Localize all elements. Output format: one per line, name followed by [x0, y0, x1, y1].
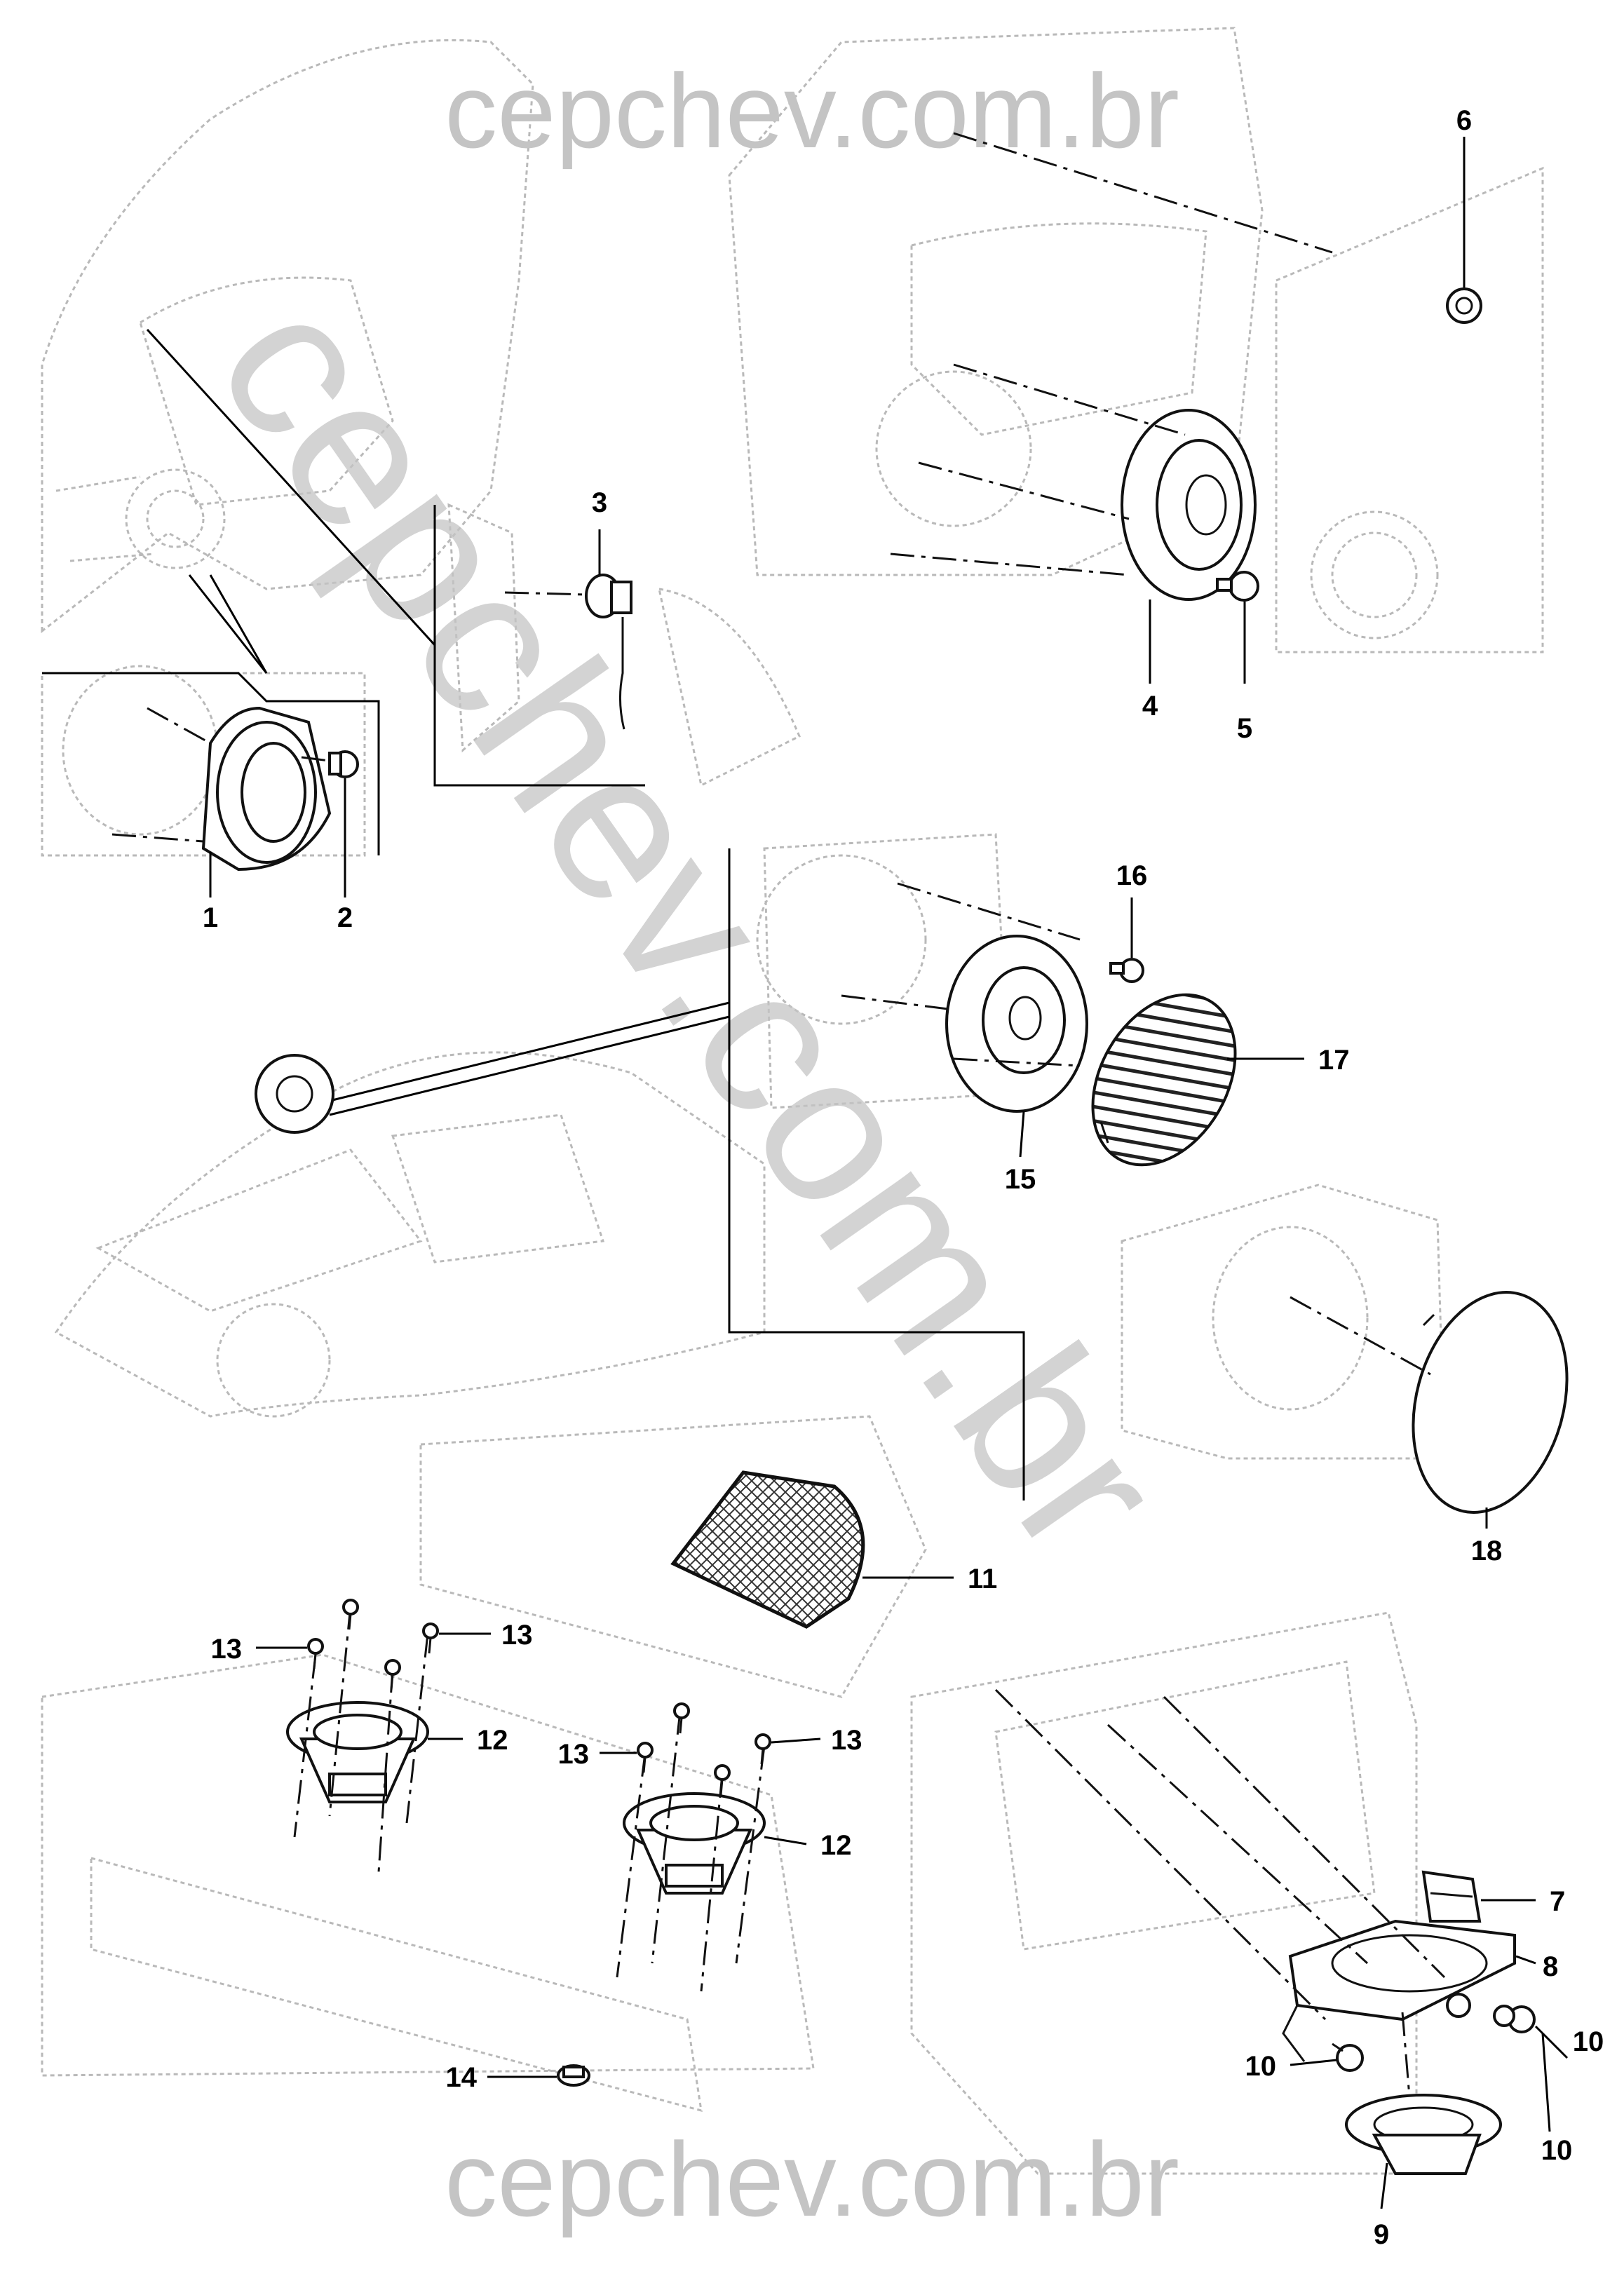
screw-13-c	[384, 1659, 401, 1691]
mirror-sketch	[447, 503, 801, 787]
callout-leaders	[209, 137, 1569, 2209]
callout-labels: 1 2 3 4 5 6 7 8 9 10 10 10 11 12 12 13 1…	[203, 105, 1604, 2250]
callout-15: 15	[1005, 1164, 1036, 1195]
rear-door-sketch	[910, 1611, 1418, 2175]
callout-13-c: 13	[558, 1739, 590, 1770]
part-9-speaker	[1345, 2012, 1502, 2175]
watermark-diagonal: cepchev.com.br	[172, 255, 1209, 1594]
rear-panel-sketch	[756, 833, 1011, 1109]
part-15-speaker	[841, 882, 1088, 1113]
callout-16: 16	[1116, 860, 1148, 891]
part-13-screws	[307, 1599, 771, 1796]
callout-13-a: 13	[211, 1634, 243, 1665]
callout-8: 8	[1543, 1951, 1558, 1982]
callout-4: 4	[1142, 691, 1158, 722]
part-5-screw	[1216, 571, 1259, 602]
callout-5: 5	[1237, 713, 1252, 744]
callout-10-c: 10	[1541, 2135, 1573, 2166]
vehicle-sketch	[54, 1051, 766, 1418]
screw-10-a	[1332, 2042, 1364, 2072]
callout-10-b: 10	[1573, 2026, 1604, 2057]
part-11-mesh-grille	[670, 1470, 865, 1629]
callout-17: 17	[1318, 1045, 1350, 1076]
screw-10-c	[1493, 2005, 1515, 2027]
screw-13-e	[637, 1742, 654, 1773]
part-14-clip	[557, 2064, 590, 2087]
screw-13-d	[422, 1623, 439, 1654]
watermark-bottom: cepchev.com.br	[445, 2120, 1179, 2238]
screw-10-d	[1446, 1993, 1471, 2018]
screw-13-b	[342, 1599, 359, 1630]
callout-13-d: 13	[831, 1725, 862, 1756]
callout-1: 1	[203, 902, 218, 933]
part-4-speaker	[890, 363, 1257, 601]
front-door-sketch-right	[728, 27, 1544, 653]
callout-13-b: 13	[501, 1620, 533, 1651]
part-18-cover	[1290, 1291, 1569, 1514]
part-1-speaker	[111, 706, 332, 872]
screw-13-f	[673, 1702, 690, 1734]
part-6-tweeter	[953, 132, 1482, 324]
front-door-sketch-left	[41, 39, 534, 634]
callout-9: 9	[1374, 2219, 1389, 2250]
part-12-speaker-right	[616, 1710, 766, 1992]
callout-2: 2	[337, 902, 353, 933]
part-7-clip	[1421, 1870, 1482, 1923]
callout-12-a: 12	[477, 1725, 508, 1756]
part-8-bracket	[994, 1688, 1516, 2062]
callout-14: 14	[446, 2062, 478, 2093]
part-16-screw	[1109, 958, 1144, 983]
callout-10-a: 10	[1245, 2051, 1277, 2082]
part-10-screws	[1332, 1993, 1536, 2072]
parcel-shelf-sketch	[41, 1415, 927, 2113]
part-12-speaker-left	[286, 1605, 429, 1873]
part-2-screw	[301, 750, 359, 778]
screw-13-g	[714, 1764, 731, 1796]
screw-13-h	[755, 1733, 771, 1765]
callout-7: 7	[1550, 1886, 1565, 1917]
callout-12-b: 12	[820, 1830, 852, 1861]
callout-11: 11	[968, 1564, 997, 1594]
watermark-top: cepchev.com.br	[445, 52, 1179, 170]
part-17-grille	[1091, 993, 1237, 1167]
part-3-tweeter	[504, 574, 632, 730]
callout-18: 18	[1471, 1536, 1503, 1566]
callout-6: 6	[1456, 105, 1472, 136]
frame-lines	[42, 328, 1025, 1500]
screw-13-a	[307, 1638, 324, 1669]
callout-3: 3	[592, 487, 607, 518]
